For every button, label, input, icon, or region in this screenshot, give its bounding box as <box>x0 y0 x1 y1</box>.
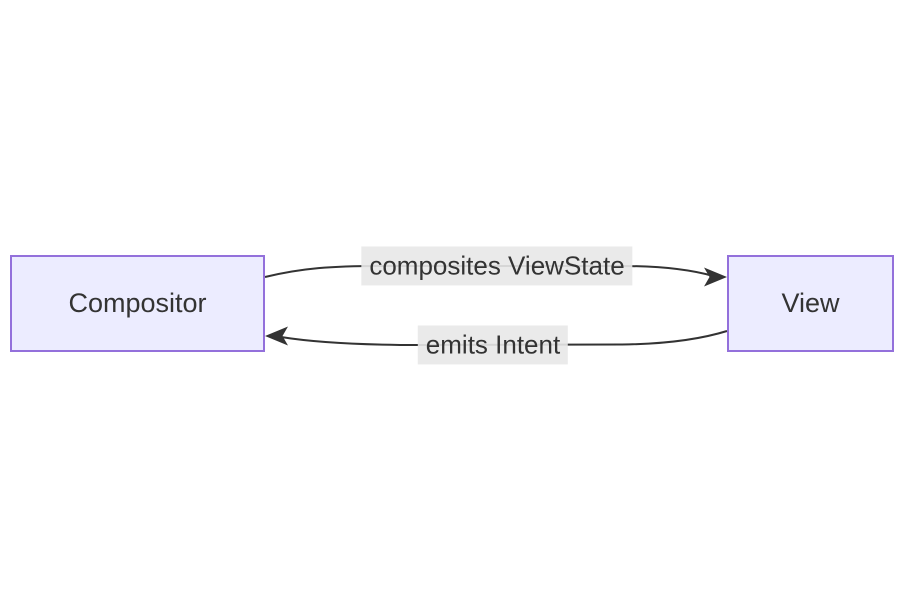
arrowhead-left-icon <box>265 326 288 346</box>
edge-label-composites-viewstate: composites ViewState <box>361 246 633 286</box>
arrowhead-right-icon <box>704 267 727 287</box>
node-view-label: View <box>781 288 840 319</box>
edge-label-emits-intent: emits Intent <box>417 325 569 365</box>
node-view: View <box>727 255 894 352</box>
node-compositor: Compositor <box>10 255 265 352</box>
node-compositor-label: Compositor <box>68 288 207 319</box>
